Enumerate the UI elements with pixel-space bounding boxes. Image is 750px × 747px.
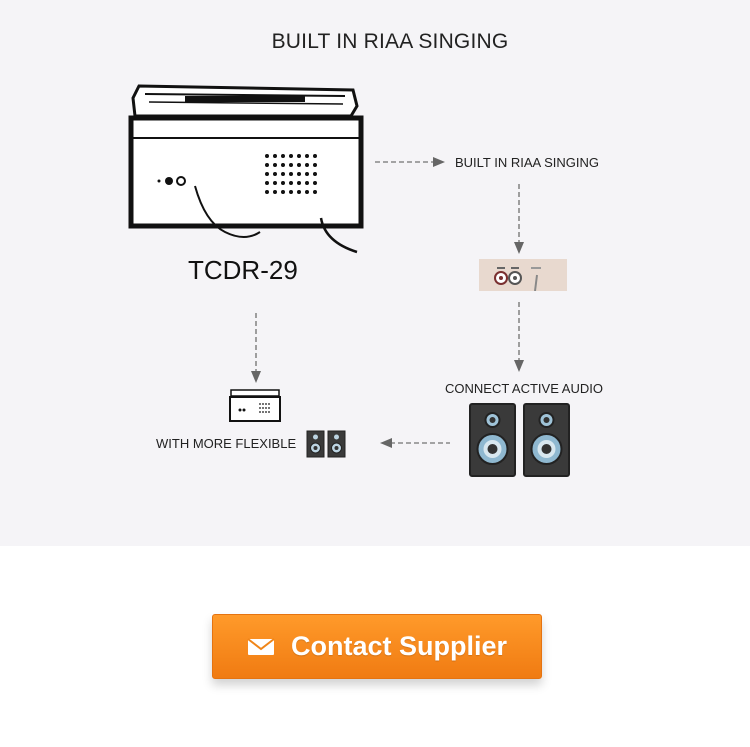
turntable-illustration xyxy=(128,84,364,254)
contact-supplier-button[interactable]: Contact Supplier xyxy=(212,614,542,679)
speaker-grille xyxy=(265,154,317,194)
arrow-down-icon xyxy=(514,184,524,254)
step-flexible-label: WITH MORE FLEXIBLE xyxy=(156,436,297,451)
step-riaa-label: BUILT IN RIAA SINGING xyxy=(455,155,599,170)
step-connect-label: CONNECT ACTIVE AUDIO xyxy=(445,381,603,396)
small-speakers-illustration xyxy=(306,430,346,458)
small-turntable-illustration xyxy=(229,389,281,422)
diagram-title: BUILT IN RIAA SINGING xyxy=(271,30,509,53)
diagram-panel xyxy=(0,0,750,546)
rca-output-panel xyxy=(479,259,567,291)
active-speakers-illustration xyxy=(469,403,570,477)
arrow-down-icon xyxy=(251,313,261,383)
arrow-right-icon xyxy=(375,157,445,167)
arrow-left-icon xyxy=(380,438,450,448)
contact-supplier-label: Contact Supplier xyxy=(290,631,507,661)
mail-icon xyxy=(247,637,275,655)
arrow-down-icon xyxy=(514,302,524,372)
model-name: TCDR-29 xyxy=(188,255,298,285)
